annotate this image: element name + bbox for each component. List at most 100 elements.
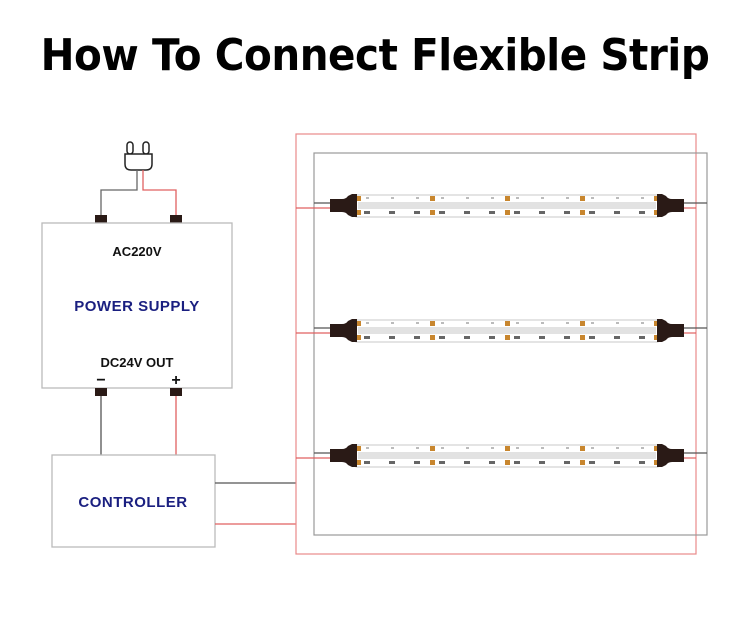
left-connector — [330, 444, 357, 467]
ac-terminal-right — [170, 215, 182, 223]
led-chip — [514, 461, 520, 464]
led-marker — [616, 322, 619, 324]
led-marker — [541, 197, 544, 199]
solder-pad — [430, 210, 435, 215]
led-chip — [564, 211, 570, 214]
led-chip — [489, 336, 495, 339]
led-marker — [366, 197, 369, 199]
led-chip — [589, 211, 595, 214]
solder-pad — [654, 210, 659, 215]
controller-label: CONTROLLER — [78, 494, 187, 511]
led-marker — [391, 447, 394, 449]
led-chip — [539, 336, 545, 339]
solder-pad — [580, 196, 585, 201]
led-chip — [489, 211, 495, 214]
solder-pad — [430, 460, 435, 465]
right-connector — [657, 194, 684, 217]
dc-terminal-negative — [95, 388, 107, 396]
led-chip — [589, 336, 595, 339]
led-chip — [564, 336, 570, 339]
led-marker — [441, 447, 444, 449]
led-marker — [416, 447, 419, 449]
led-marker — [466, 447, 469, 449]
solder-pad — [580, 210, 585, 215]
led-chip — [539, 211, 545, 214]
left-connector — [330, 319, 357, 342]
solder-pad — [580, 321, 585, 326]
led-marker — [441, 197, 444, 199]
led-chip — [464, 336, 470, 339]
solder-pad — [430, 196, 435, 201]
led-marker — [391, 197, 394, 199]
led-marker — [566, 197, 569, 199]
led-chip — [614, 461, 620, 464]
strip-center-band — [358, 327, 656, 334]
solder-pad — [654, 321, 659, 326]
led-chip — [364, 336, 370, 339]
led-strip — [296, 194, 707, 218]
solder-pad — [356, 335, 361, 340]
solder-pad — [580, 446, 585, 451]
led-marker — [616, 197, 619, 199]
led-chip — [439, 211, 445, 214]
led-chip — [639, 336, 645, 339]
led-marker — [416, 322, 419, 324]
led-chip — [389, 461, 395, 464]
page-title: How To Connect Flexible Strip — [40, 30, 710, 81]
led-chip — [364, 211, 370, 214]
led-marker — [391, 322, 394, 324]
led-marker — [366, 447, 369, 449]
led-marker — [516, 322, 519, 324]
solder-pad — [505, 446, 510, 451]
led-marker — [566, 322, 569, 324]
led-marker — [516, 447, 519, 449]
strip-center-band — [358, 202, 656, 209]
led-chip — [439, 461, 445, 464]
led-marker — [366, 322, 369, 324]
led-chip — [414, 461, 420, 464]
solder-pad — [505, 196, 510, 201]
led-strip — [296, 319, 707, 343]
led-marker — [591, 322, 594, 324]
led-marker — [441, 322, 444, 324]
led-marker — [416, 197, 419, 199]
ac-input-label: AC220V — [112, 244, 161, 259]
ac-live-wire — [142, 170, 177, 216]
led-marker — [641, 447, 644, 449]
power-supply-box — [41, 222, 233, 389]
led-marker — [466, 322, 469, 324]
led-chip — [614, 211, 620, 214]
ac-neutral-wire — [100, 170, 138, 216]
led-chip — [614, 336, 620, 339]
led-chip — [564, 461, 570, 464]
solder-pad — [430, 321, 435, 326]
led-chip — [639, 211, 645, 214]
led-chip — [414, 211, 420, 214]
led-strip — [296, 444, 707, 468]
solder-pad — [356, 321, 361, 326]
solder-pad — [430, 446, 435, 451]
plug-icon — [124, 141, 153, 171]
solder-pad — [654, 196, 659, 201]
led-marker — [616, 447, 619, 449]
led-chip — [514, 211, 520, 214]
led-chip — [514, 336, 520, 339]
led-chip — [464, 461, 470, 464]
solder-pad — [654, 446, 659, 451]
led-marker — [641, 322, 644, 324]
solder-pad — [505, 335, 510, 340]
led-chip — [464, 211, 470, 214]
led-marker — [491, 197, 494, 199]
solder-pad — [580, 460, 585, 465]
led-chip — [414, 336, 420, 339]
negative-bus-loop — [313, 152, 708, 536]
controller-box — [51, 454, 216, 548]
led-marker — [566, 447, 569, 449]
led-marker — [591, 197, 594, 199]
right-connector — [657, 444, 684, 467]
right-connector — [657, 319, 684, 342]
strip-center-band — [358, 452, 656, 459]
led-marker — [491, 322, 494, 324]
led-marker — [541, 322, 544, 324]
